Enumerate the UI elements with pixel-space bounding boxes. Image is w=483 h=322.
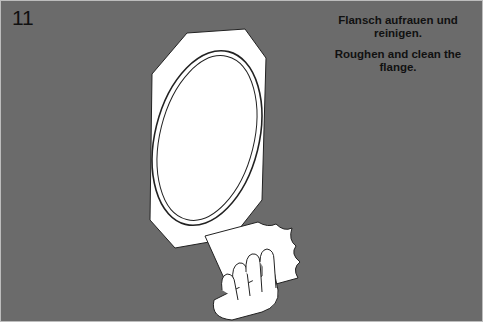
flange-opening — [135, 39, 279, 237]
step-number: 11 — [12, 6, 34, 30]
instruction-text: Roughen and clean the flange. — [322, 48, 474, 74]
instruction-text: Flansch aufrauen und reinigen. — [322, 14, 474, 40]
hand — [213, 249, 278, 320]
